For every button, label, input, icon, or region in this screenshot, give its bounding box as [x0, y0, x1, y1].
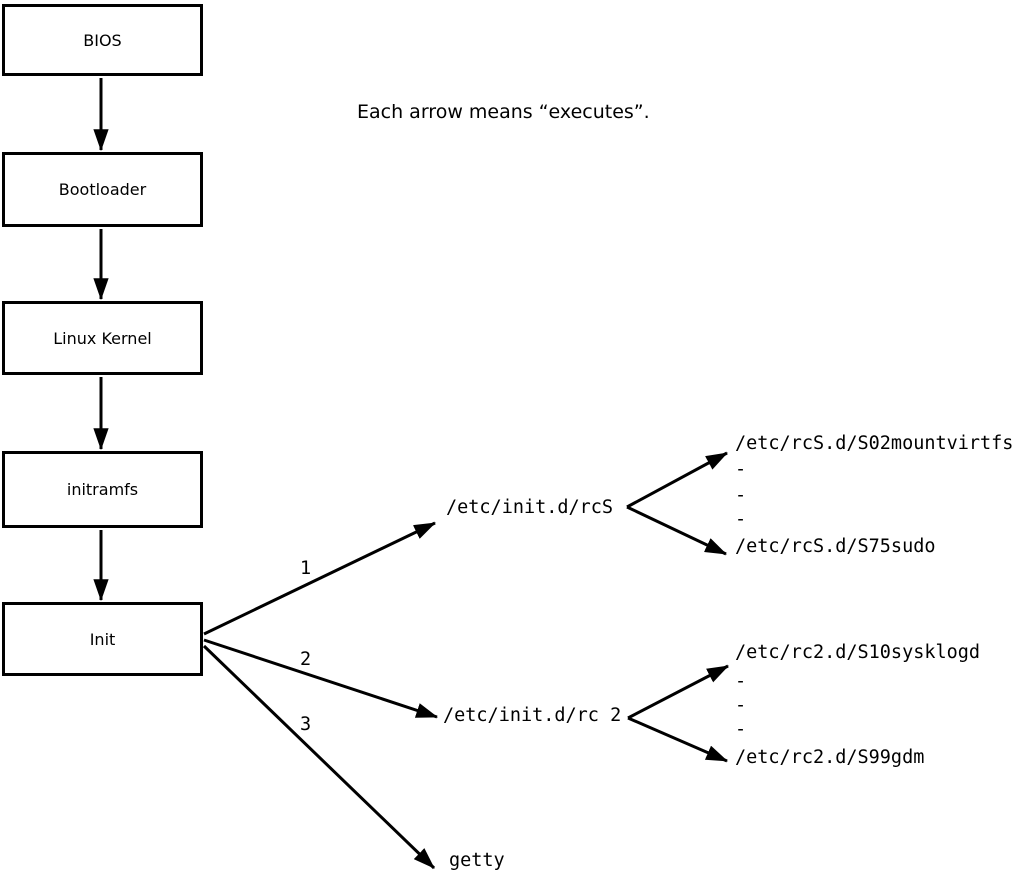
label-etc-init-d-rcS: /etc/init.d/rcS: [446, 497, 614, 518]
label-etc-init-d-rc2: /etc/init.d/rc 2: [443, 705, 622, 726]
box-bios-label: BIOS: [83, 30, 122, 50]
label-rcS-child-S75sudo: /etc/rcS.d/S75sudo: [735, 536, 936, 557]
diagram-caption: Each arrow means “executes”.: [357, 101, 650, 123]
box-init-label: Init: [89, 629, 116, 649]
arrow-rcS-to-S02mountvirtfs: [626, 451, 728, 509]
label-getty: getty: [449, 850, 505, 871]
box-linux-kernel: Linux Kernel: [2, 301, 203, 375]
label-rcS-child-ellipsis-1: -: [735, 459, 747, 480]
arrow-init-to-rc2: [203, 638, 439, 719]
label-rc2-child-ellipsis-2: -: [735, 695, 747, 716]
arrow-init-to-rcS: [203, 521, 436, 636]
box-bios: BIOS: [2, 4, 203, 76]
arrow-rcS-to-S75sudo: [626, 505, 727, 556]
box-initramfs: initramfs: [2, 451, 203, 528]
branch-number-2: 2: [300, 649, 312, 670]
label-rc2-child-S10sysklogd: /etc/rc2.d/S10sysklogd: [735, 642, 981, 663]
branch-number-1: 1: [300, 558, 312, 579]
arrow-rc2-to-S99gdm: [627, 716, 729, 763]
arrow-rc2-to-S10sysklogd: [627, 664, 729, 720]
label-rcS-child-ellipsis-3: -: [735, 509, 747, 530]
box-linux-kernel-label: Linux Kernel: [53, 328, 152, 348]
box-initramfs-label: initramfs: [66, 480, 139, 499]
branch-number-3: 3: [300, 714, 312, 735]
label-rc2-child-ellipsis-1: -: [735, 671, 747, 692]
label-rc2-child-ellipsis-3: -: [735, 719, 747, 740]
box-bootloader-label: Bootloader: [58, 180, 147, 199]
label-rcS-child-ellipsis-2: -: [735, 485, 747, 506]
box-init: Init: [2, 602, 203, 676]
label-rc2-child-S99gdm: /etc/rc2.d/S99gdm: [735, 747, 925, 768]
box-bootloader: Bootloader: [2, 152, 203, 227]
label-rcS-child-S02mountvirtfs: /etc/rcS.d/S02mountvirtfs: [735, 433, 1014, 454]
arrow-init-to-getty: [202, 644, 436, 870]
